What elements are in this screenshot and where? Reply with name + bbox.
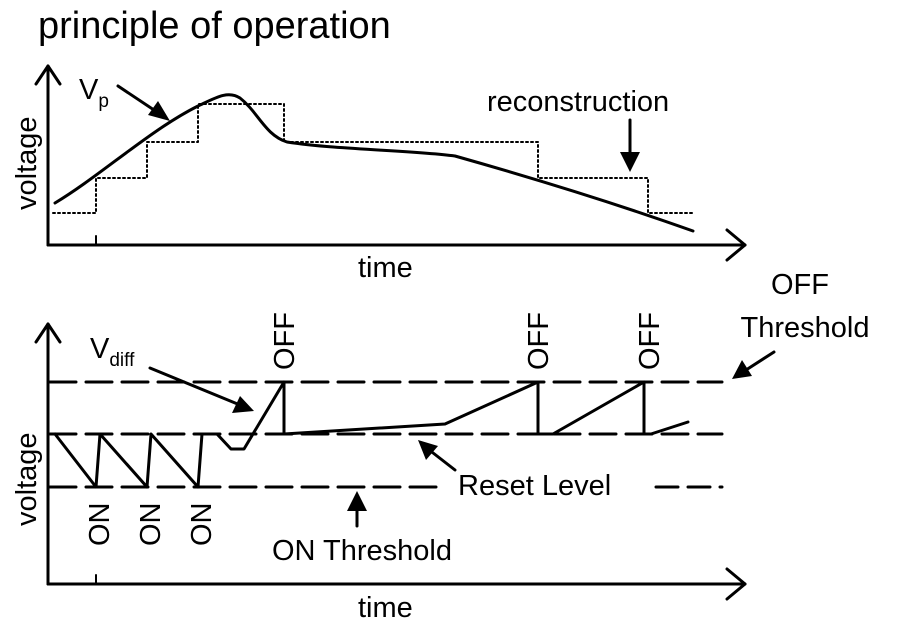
on-event-label: ON [135,503,167,547]
off-threshold-pointer-arrowhead [732,360,752,379]
on-event-label: ON [186,503,218,547]
vp-label-base: V [79,74,99,106]
vdiff-label: Vdiff [90,333,135,371]
off-threshold-pointer-arrow [744,350,776,372]
bottom-x-axis-arrowhead [725,567,747,601]
vdiff-signal [53,380,690,489]
reset-level-pointer-arrowhead [418,440,438,460]
vp-pointer-arrowhead [148,101,170,121]
top-panel: voltage time Vp reconstruction [11,64,747,284]
vdiff-label-base: V [90,333,110,365]
top-x-axis-arrowhead [725,228,747,262]
bottom-y-axis-label: voltage [11,432,43,526]
reconstruction-staircase [52,103,696,214]
off-event-label: OFF [269,312,301,370]
off-event-label: OFF [523,312,555,370]
bottom-x-axis-label: time [358,592,413,624]
off-threshold-label-line1: OFF [771,269,829,301]
vdiff-label-subscript: diff [109,350,135,371]
off-event-label: OFF [634,312,666,370]
diagram-title: principle of operation [38,5,391,47]
on-threshold-pointer-arrowhead [347,491,367,511]
reset-level-label: Reset Level [458,470,611,502]
reconstruction-pointer-arrowhead [620,152,640,172]
top-x-axis-label: time [358,252,413,284]
reconstruction-label: reconstruction [487,86,669,118]
vdiff-pointer-arrowhead [232,396,254,413]
reset-level-pointer-arrow [426,447,457,472]
vdiff-pointer-arrow [148,366,242,407]
vp-label: Vp [79,74,109,112]
vp-label-subscript: p [98,91,109,112]
vp-signal-curve [53,93,695,233]
bottom-panel: voltage time Vdiff OFF OFF OFF ON ON ON … [11,269,869,624]
on-event-label: ON [84,503,116,547]
top-y-axis-arrowhead [34,64,62,86]
on-threshold-label: ON Threshold [272,535,452,567]
off-threshold-label-line2: Threshold [741,312,870,344]
bottom-y-axis-arrowhead [34,322,62,344]
top-y-axis-label: voltage [11,116,43,210]
